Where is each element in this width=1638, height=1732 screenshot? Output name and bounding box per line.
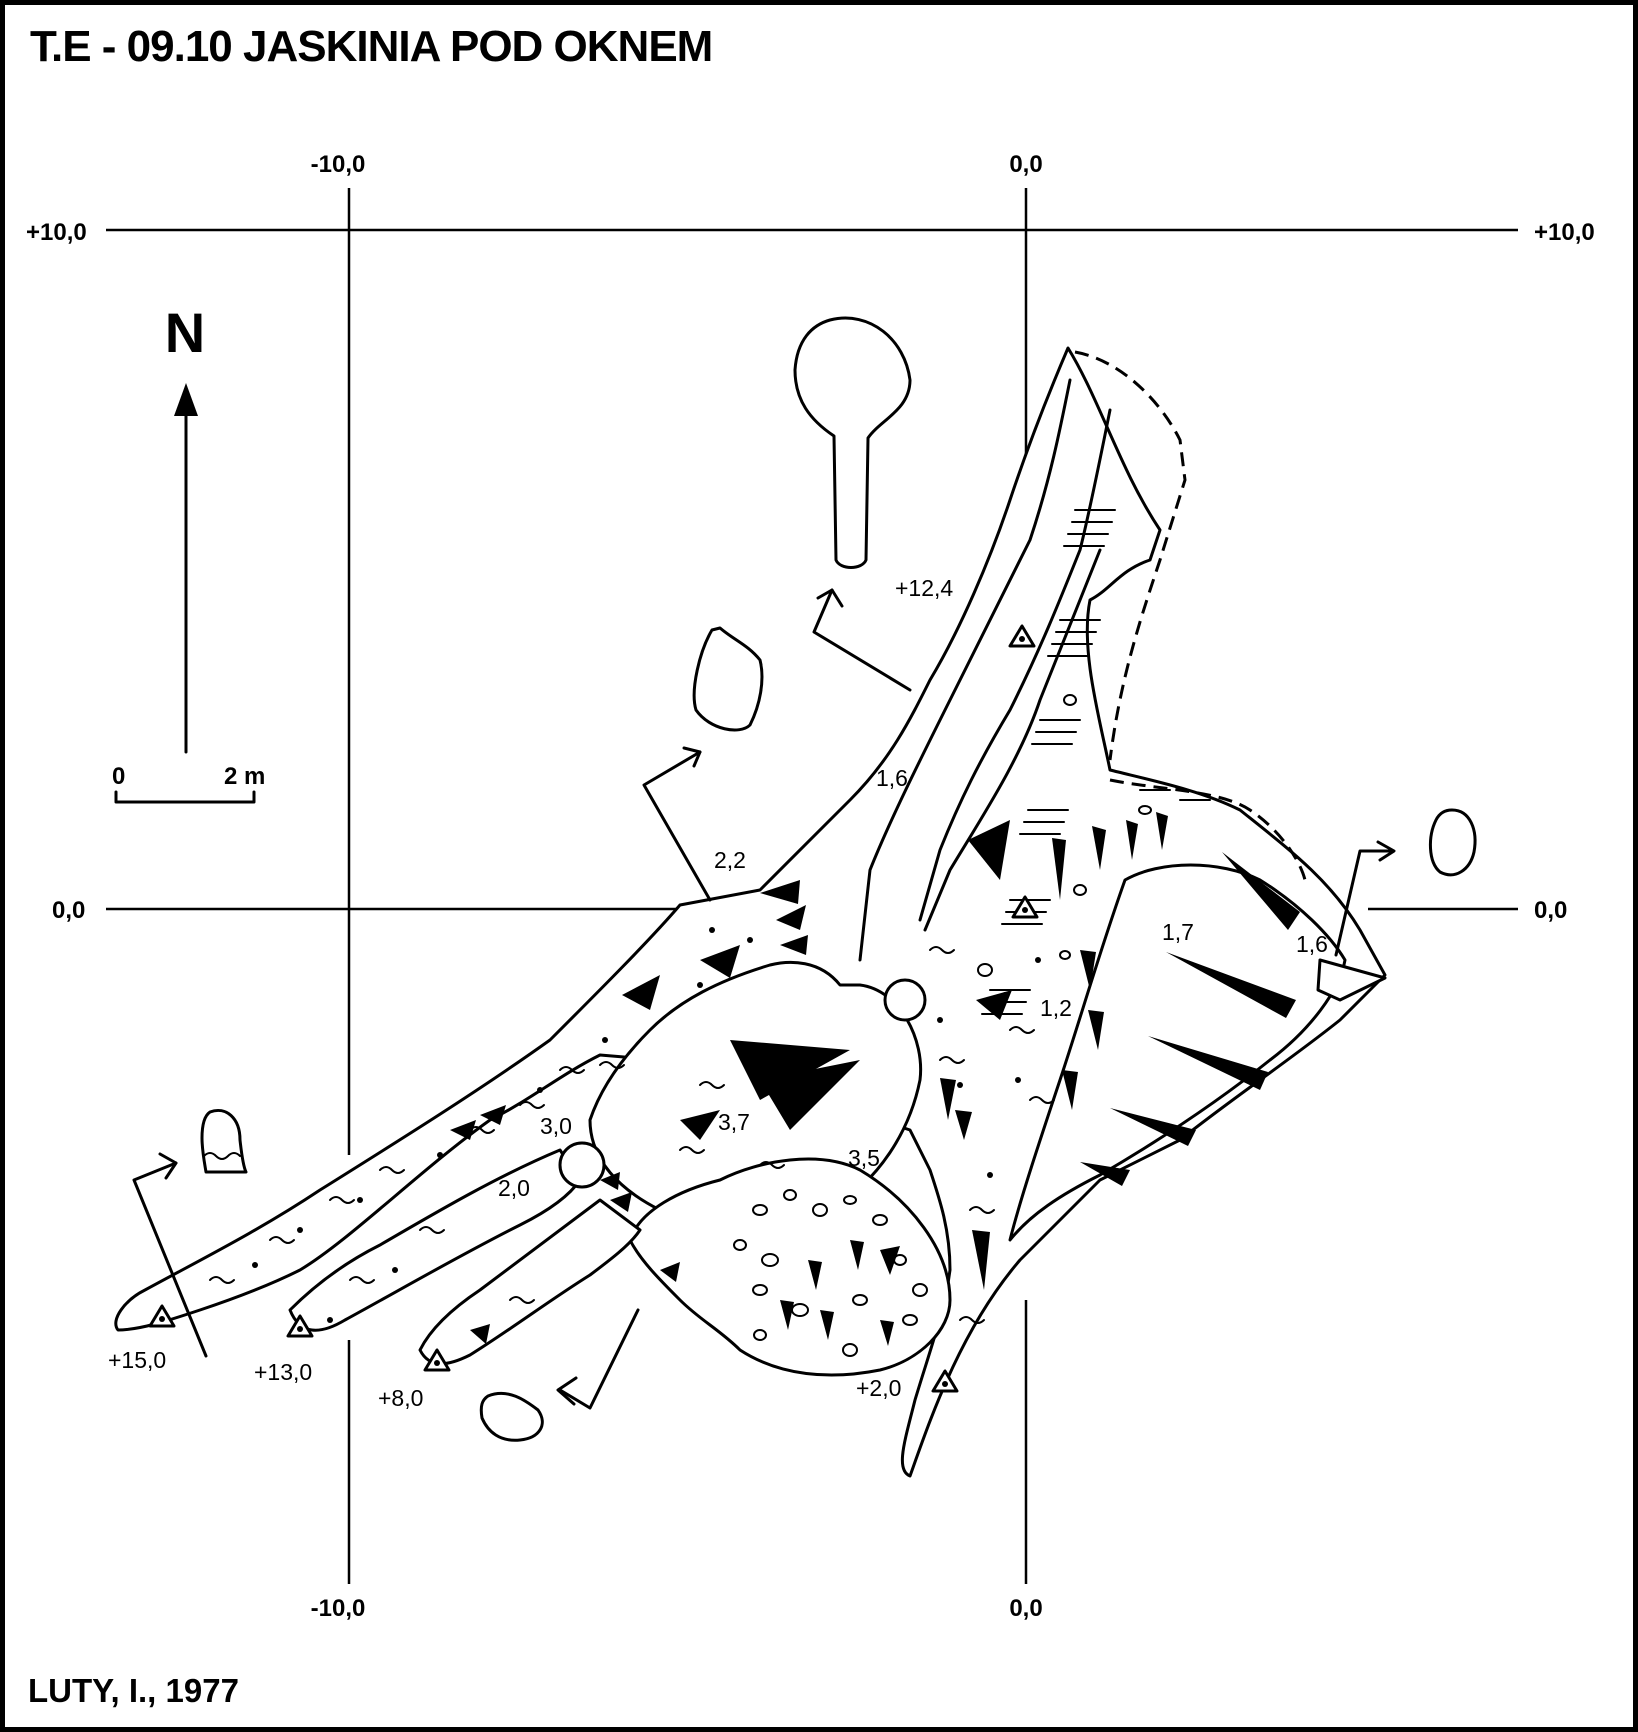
grid-label-left-zero: 0,0 xyxy=(52,897,85,924)
height-label: 3,5 xyxy=(848,1145,880,1171)
height-label: 1,7 xyxy=(1162,919,1194,945)
height-label: +12,4 xyxy=(895,575,953,601)
map-title: T.E - 09.10 JASKINIA POD OKNEM xyxy=(30,22,713,71)
junction-chamber xyxy=(558,1141,606,1189)
height-label: 1,6 xyxy=(1296,931,1328,957)
sediment-symbols xyxy=(209,927,1055,1324)
grid-label-right-zero: 0,0 xyxy=(1534,897,1567,924)
north-arrow-icon: N xyxy=(165,301,205,754)
height-label: 2,2 xyxy=(714,847,746,873)
entrance-profile-icon xyxy=(132,316,1477,1442)
map-author: LUTY, I., 1977 xyxy=(28,1672,239,1709)
junction-chamber-east xyxy=(883,978,927,1022)
grid-label-left-north: +10,0 xyxy=(26,219,87,246)
grid-label-bottom-west: -10,0 xyxy=(311,1595,366,1622)
rubble-pattern xyxy=(733,694,1152,1357)
height-label: +2,0 xyxy=(856,1375,901,1401)
scale-bar: 0 2 m xyxy=(112,763,265,804)
scale-end-label: 2 m xyxy=(224,763,265,790)
cave-outline xyxy=(114,346,1387,1478)
scale-start-label: 0 xyxy=(112,763,125,790)
grid-label-right-north: +10,0 xyxy=(1534,219,1595,246)
grid-label-top-zero: 0,0 xyxy=(1009,151,1042,178)
rubble-chamber-outline xyxy=(628,1157,952,1377)
coordinate-grid: -10,0 0,0 -10,0 0,0 +10,0 0,0 +10,0 0,0 xyxy=(26,151,1595,1622)
grid-label-top-west: -10,0 xyxy=(311,151,366,178)
height-label: 1,2 xyxy=(1040,995,1072,1021)
height-label: 1,6 xyxy=(876,765,908,791)
height-label: +13,0 xyxy=(254,1359,312,1385)
height-label: 3,0 xyxy=(540,1113,572,1139)
height-label: +8,0 xyxy=(378,1385,423,1411)
survey-point-icon xyxy=(148,624,1039,1393)
central-chamber-outline xyxy=(588,960,923,1227)
height-labels: +12,4 1,6 2,2 1,7 1,6 1,2 3,0 3,7 2,0 3,… xyxy=(108,575,1328,1411)
height-label: 3,7 xyxy=(718,1109,750,1135)
height-label: +15,0 xyxy=(108,1347,166,1373)
height-label: 2,0 xyxy=(498,1175,530,1201)
north-label: N xyxy=(165,301,205,364)
grid-label-bottom-zero: 0,0 xyxy=(1009,1595,1042,1622)
stalagmite-icon xyxy=(450,812,1300,1346)
